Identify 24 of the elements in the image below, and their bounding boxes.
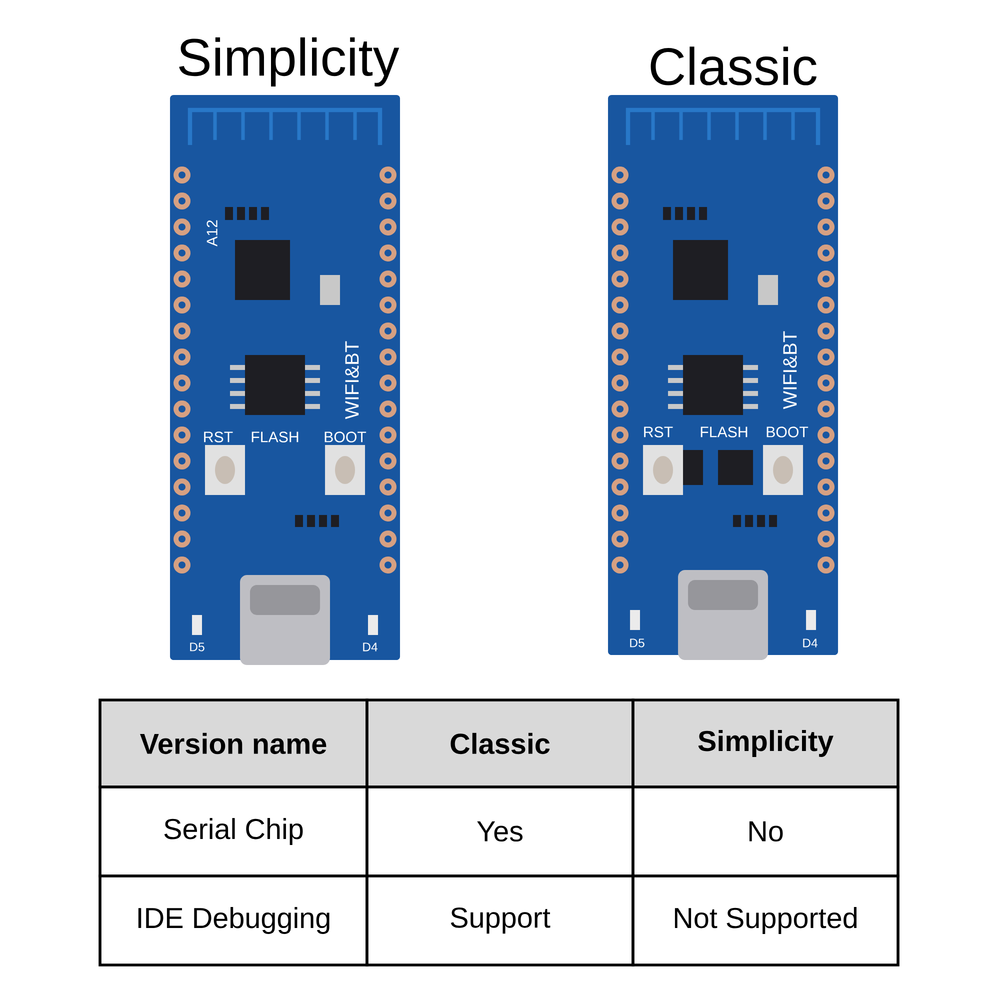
silkscreen-label: RST [204,432,233,442]
table-cell: Serial Chip [98,786,368,878]
silkscreen-label: D4 [803,638,818,648]
table-cell: Classic [366,698,634,788]
version-heading: Classic [650,46,817,86]
table-cell: Support [366,874,634,966]
table-cell: No [632,786,900,878]
silkscreen-label: RST [644,426,673,438]
silkscreen-label: WIFI&BT [345,341,359,420]
silkscreen-label: FLASH [700,426,748,438]
silkscreen-label: FLASH [252,432,298,442]
table-cell: Simplicity [632,698,900,788]
table-cell: Version name [98,698,368,788]
silkscreen-label: A12 [206,220,218,246]
version-heading: Simplicity [179,37,400,87]
table-cell: Yes [366,786,634,878]
silkscreen-label: BOOT [766,426,808,438]
silkscreen-label: D4 [363,642,378,652]
silkscreen-label: BOOT [324,432,366,442]
table-cell: Not Supported [632,874,900,966]
silkscreen-label: WIFI&BT [783,331,797,410]
silkscreen-label: D5 [630,638,644,648]
table-cell: IDE Debugging [98,874,368,966]
silkscreen-label: D5 [190,642,204,652]
